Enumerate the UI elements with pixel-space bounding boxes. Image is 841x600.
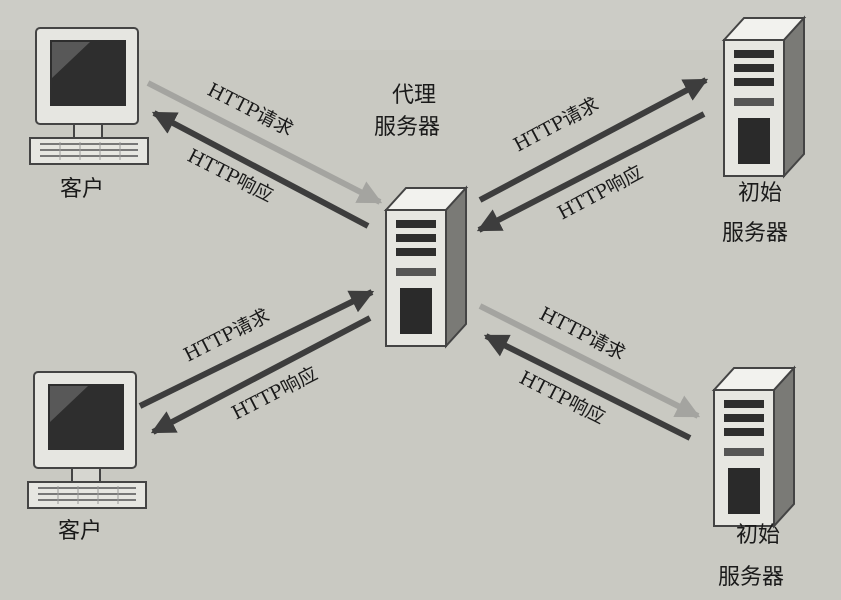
origin-server-2 xyxy=(713,367,795,527)
server-tower-icon xyxy=(723,17,805,177)
client2-request-arrow xyxy=(138,289,375,409)
client2-response-arrow xyxy=(150,315,372,435)
origin2-label-line1: 初始 xyxy=(736,523,780,548)
arrow-group-origin1 xyxy=(476,77,709,233)
origin1-label-line1: 初始 xyxy=(738,181,782,206)
client1-request-arrow xyxy=(146,80,383,205)
client2-label: 客户 xyxy=(58,519,102,544)
client1-label: 客户 xyxy=(60,177,104,202)
arrow-group-client2 xyxy=(138,289,375,435)
desktop-computer-icon xyxy=(27,371,147,509)
origin1-request-arrow xyxy=(478,77,709,203)
origin2-response-arrow xyxy=(483,333,692,441)
origin-server-1 xyxy=(723,17,805,177)
client-computer-1 xyxy=(29,27,149,165)
client1-response-arrow xyxy=(151,110,370,229)
origin1-response-arrow xyxy=(476,111,706,233)
origin2-request-arrow xyxy=(478,303,701,419)
proxy-label-line2: 服务器 xyxy=(374,115,440,140)
server-tower-icon xyxy=(385,187,467,347)
proxy-server xyxy=(385,187,467,347)
arrow-group-origin2 xyxy=(478,303,701,441)
origin2-label-line2: 服务器 xyxy=(718,565,784,590)
client-computer-2 xyxy=(27,371,147,509)
proxy-label-line1: 代理 xyxy=(392,83,436,108)
server-tower-icon xyxy=(713,367,795,527)
arrow-group-client1 xyxy=(146,80,383,229)
desktop-computer-icon xyxy=(29,27,149,165)
origin1-label-line2: 服务器 xyxy=(722,221,788,246)
